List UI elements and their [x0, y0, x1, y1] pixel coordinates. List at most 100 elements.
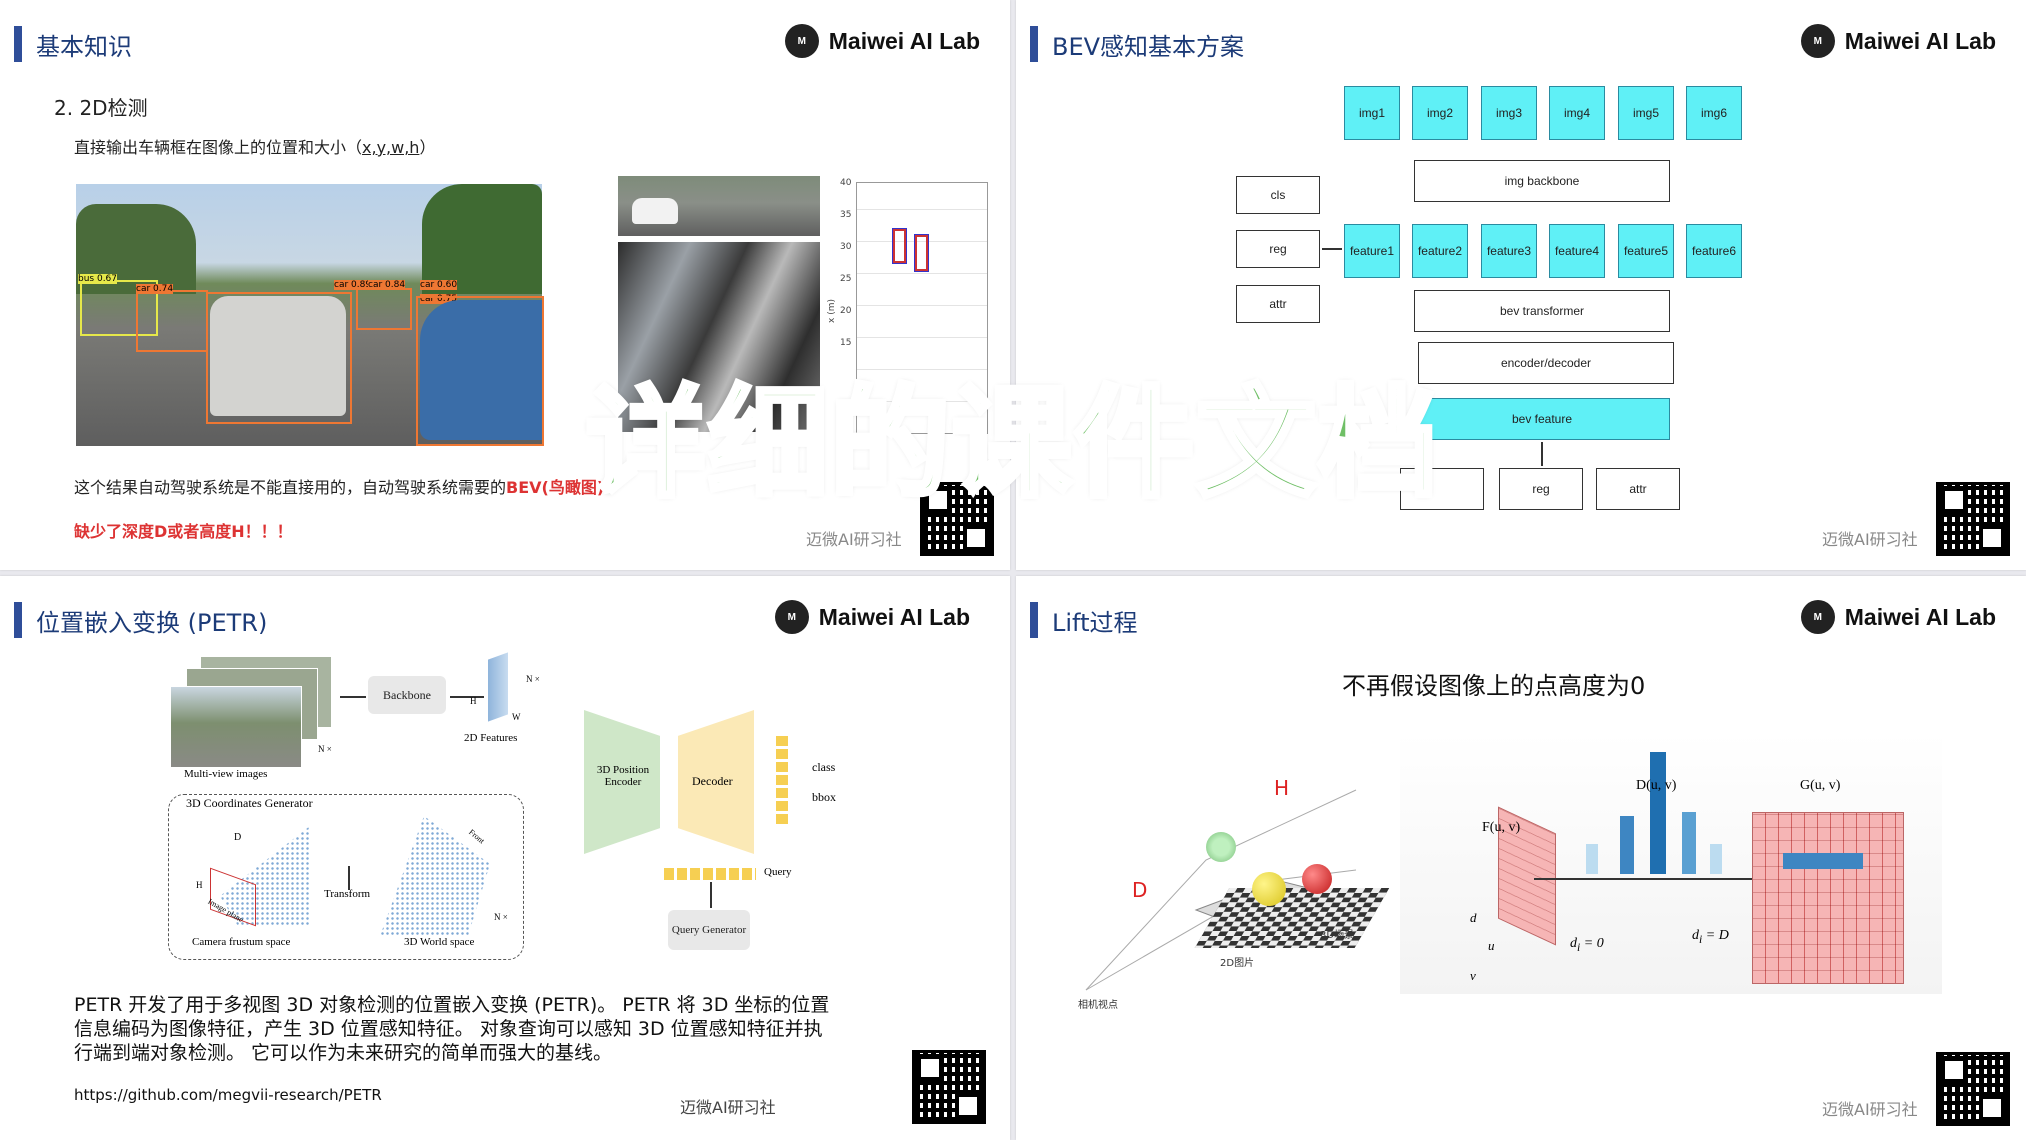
road-photo: [618, 176, 820, 236]
img-backbone-box: img backbone: [1414, 160, 1670, 202]
bev-warped-photo: [618, 242, 820, 432]
feature-box: feature6: [1686, 224, 1742, 278]
plot-tick: 35: [840, 210, 852, 220]
image2d-label: 2D图片: [1220, 958, 1255, 969]
slide-title: 位置嵌入变换 (PETR): [14, 602, 267, 638]
footer-text: 迈微AI研习社: [1822, 1100, 1918, 1119]
warning-text: 缺少了深度D或者高度H！！！: [74, 522, 293, 541]
backbone-box: Backbone: [368, 676, 446, 714]
slide-title: 基本知识: [14, 26, 132, 62]
car-box-main: [206, 292, 352, 424]
footer-text: 迈微AI研习社: [806, 530, 902, 549]
reg-head: reg: [1236, 230, 1320, 268]
coords-generator-label: 3D Coordinates Generator: [186, 796, 313, 810]
guv-label: G(u, v): [1800, 778, 1841, 793]
transform-arrow: [348, 866, 350, 890]
multiview-label: Multi-view images: [184, 768, 268, 780]
lift-diagram: F(u, v) D(u, v) G(u, v) di = 0 di = D d …: [1400, 732, 1942, 994]
features-2d-label: 2D Features: [464, 732, 518, 744]
cls-head: cls: [1236, 176, 1320, 214]
encoder-label: 3D Position Encoder: [596, 764, 650, 788]
plot-tick: 15: [840, 338, 852, 348]
bev-box-2: [914, 234, 929, 272]
street-detection-image: bus 0.67 car 0.74 car 0.89 car 0.84 car …: [76, 184, 544, 446]
depth-axis: [1534, 878, 1794, 880]
dD-var: d: [1692, 928, 1699, 943]
qr-code: [1936, 1052, 2010, 1126]
query-tokens: [664, 868, 756, 880]
lifted-features: [1783, 853, 1863, 869]
hf-label-2: H: [196, 880, 203, 890]
dD-label: di = D: [1692, 928, 1729, 946]
white-car: [632, 198, 678, 224]
feature-box: feature4: [1549, 224, 1605, 278]
logo-text: Maiwei AI Lab: [1844, 603, 1996, 630]
bev-reg-head: reg: [1499, 468, 1583, 510]
depth-bar: [1620, 816, 1634, 874]
car-label-4: car 0.60: [420, 280, 458, 290]
arrow-to-reg: [1322, 248, 1342, 250]
slide-title: BEV感知基本方案: [1030, 26, 1244, 62]
subtitle: 不再假设图像上的点高度为0: [1342, 672, 1646, 700]
img-box: img5: [1618, 86, 1674, 140]
axis-v-label: v: [1470, 968, 1476, 983]
car-blue: [420, 300, 542, 440]
note-highlight: BEV(: [506, 478, 549, 497]
bus-label: bus 0.67: [78, 274, 118, 284]
scene3d-label: 3D场景: [1320, 930, 1355, 941]
github-link[interactable]: https://github.com/megvii-research/PETR: [74, 1086, 382, 1104]
logo-icon: M: [784, 24, 819, 58]
nx-label: N ×: [526, 674, 540, 684]
dD-eq: = D: [1702, 928, 1729, 943]
title-bar: [1030, 26, 1038, 62]
feature-box: feature3: [1481, 224, 1537, 278]
img-box: img3: [1481, 86, 1537, 140]
position-encoder-shape: [584, 710, 660, 854]
encoder-decoder-box: encoder/decoder: [1418, 342, 1674, 384]
img-box: img2: [1412, 86, 1468, 140]
bev-box-1: [892, 228, 907, 264]
query-arrow: [710, 882, 712, 908]
decoder-shape: [678, 710, 754, 854]
arrow: [340, 696, 366, 698]
geometry-volume: [1752, 812, 1904, 984]
logo-icon: M: [1800, 600, 1835, 634]
d0-var: d: [1570, 936, 1577, 951]
car-box-3: [356, 288, 412, 330]
desc-end: ）: [419, 138, 436, 157]
section-heading: 2. 2D检测: [54, 96, 148, 120]
title-text: Lift过程: [1052, 608, 1138, 637]
bbox-label: bbox: [812, 790, 836, 804]
img-box: img6: [1686, 86, 1742, 140]
depth-bar: [1710, 844, 1722, 874]
img-box: img4: [1549, 86, 1605, 140]
note-text: 这个结果自动驾驶系统是不能直接用的，自动驾驶系统需要的: [74, 478, 507, 497]
depth-bar: [1586, 844, 1598, 874]
logo-icon: M: [1800, 24, 1835, 58]
d0-sub: i: [1577, 940, 1581, 954]
plot-tick: 30: [840, 242, 852, 252]
qr-code: [1936, 482, 2010, 556]
qr-code: [912, 1050, 986, 1124]
logo-icon: M: [774, 600, 809, 634]
car-box-2: [136, 290, 208, 352]
title-bar: [1030, 602, 1038, 638]
nx-label: N ×: [494, 912, 508, 922]
watermark-overlay-text: 详细的课件文档: [584, 373, 1441, 517]
bev-feature-box: bev feature: [1414, 398, 1670, 440]
paragraph-line: PETR 开发了用于多视图 3D 对象检测的位置嵌入变换 (PETR)。 PET…: [74, 994, 830, 1016]
query-generator-box: Query Generator: [668, 910, 750, 950]
title-text: 基本知识: [36, 32, 132, 61]
title-bar: [14, 26, 22, 62]
plot-tick: 40: [840, 178, 852, 188]
title-bar: [14, 602, 22, 638]
feature-map: [488, 652, 508, 722]
head-box-blank: [1400, 468, 1484, 510]
plot-ylabel: x (m): [826, 299, 837, 323]
yellow-ball: [1252, 872, 1286, 906]
camera-label: 相机视点: [1078, 1000, 1118, 1011]
logo-text: Maiwei AI Lab: [1844, 27, 1996, 54]
